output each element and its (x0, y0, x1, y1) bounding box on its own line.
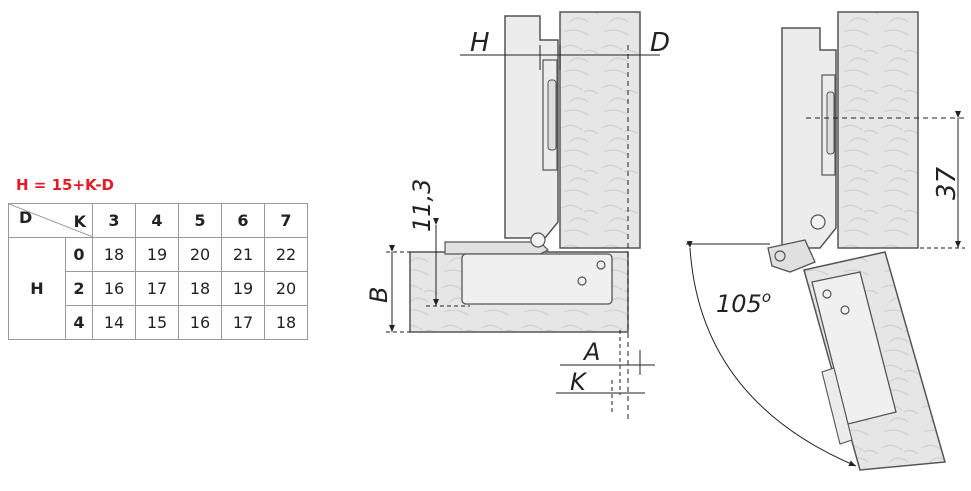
label-11-3: 11,3 (408, 179, 436, 232)
label-a: A (582, 338, 600, 366)
table-row: 4 14 15 16 17 18 (9, 305, 308, 340)
angle-arc (686, 240, 857, 467)
h-value: 16 (92, 271, 136, 306)
screw-hole-icon (596, 260, 606, 270)
row-header-h: H (8, 237, 66, 340)
label-b: B (365, 287, 393, 303)
angle-unit: o (762, 288, 771, 306)
pivot-icon (530, 232, 546, 248)
formula: H = 15+K-D (16, 176, 115, 194)
angle-value: 105 (716, 290, 762, 318)
h-value: 14 (92, 305, 136, 340)
corner-k-label: K (73, 212, 86, 231)
pivot-icon (810, 214, 826, 230)
h-value: 17 (135, 271, 179, 306)
k-value: 2 (65, 271, 93, 306)
hinge-knuckle (444, 241, 550, 255)
d-value: 4 (135, 203, 179, 238)
h-value: 22 (264, 237, 308, 272)
cabinet-wall (559, 11, 641, 249)
plate-slot (547, 79, 557, 151)
d-value: 7 (264, 203, 308, 238)
label-37: 37 (932, 166, 962, 200)
closed-hinge-drawing: H D 11,3 B A K (365, 11, 670, 420)
d-value: 6 (221, 203, 265, 238)
table-corner: D K (8, 203, 93, 238)
label-h: H (470, 28, 490, 58)
plate-slot (826, 91, 835, 155)
h-value: 19 (135, 237, 179, 272)
label-k: K (570, 368, 588, 396)
h-value: 16 (178, 305, 222, 340)
h-value: 21 (221, 237, 265, 272)
open-hinge-drawing: 37 105o (686, 11, 965, 471)
h-value: 20 (178, 237, 222, 272)
h-value: 18 (264, 305, 308, 340)
label-d: D (650, 28, 670, 58)
table-row: 2 16 17 18 19 20 (9, 271, 308, 306)
label-angle: 105o (716, 288, 771, 318)
cabinet-wall (837, 11, 919, 249)
hinge-table: D K 3 4 5 6 7 H 0 18 19 20 21 22 2 16 17… (8, 203, 308, 340)
h-value: 20 (264, 271, 308, 306)
hinge-cup (461, 253, 613, 305)
corner-d-label: D (19, 208, 33, 227)
h-value: 17 (221, 305, 265, 340)
corner-diagonal (9, 204, 93, 237)
table-row: H 0 18 19 20 21 22 (8, 237, 308, 340)
h-value: 15 (135, 305, 179, 340)
screw-hole-icon (577, 276, 587, 286)
